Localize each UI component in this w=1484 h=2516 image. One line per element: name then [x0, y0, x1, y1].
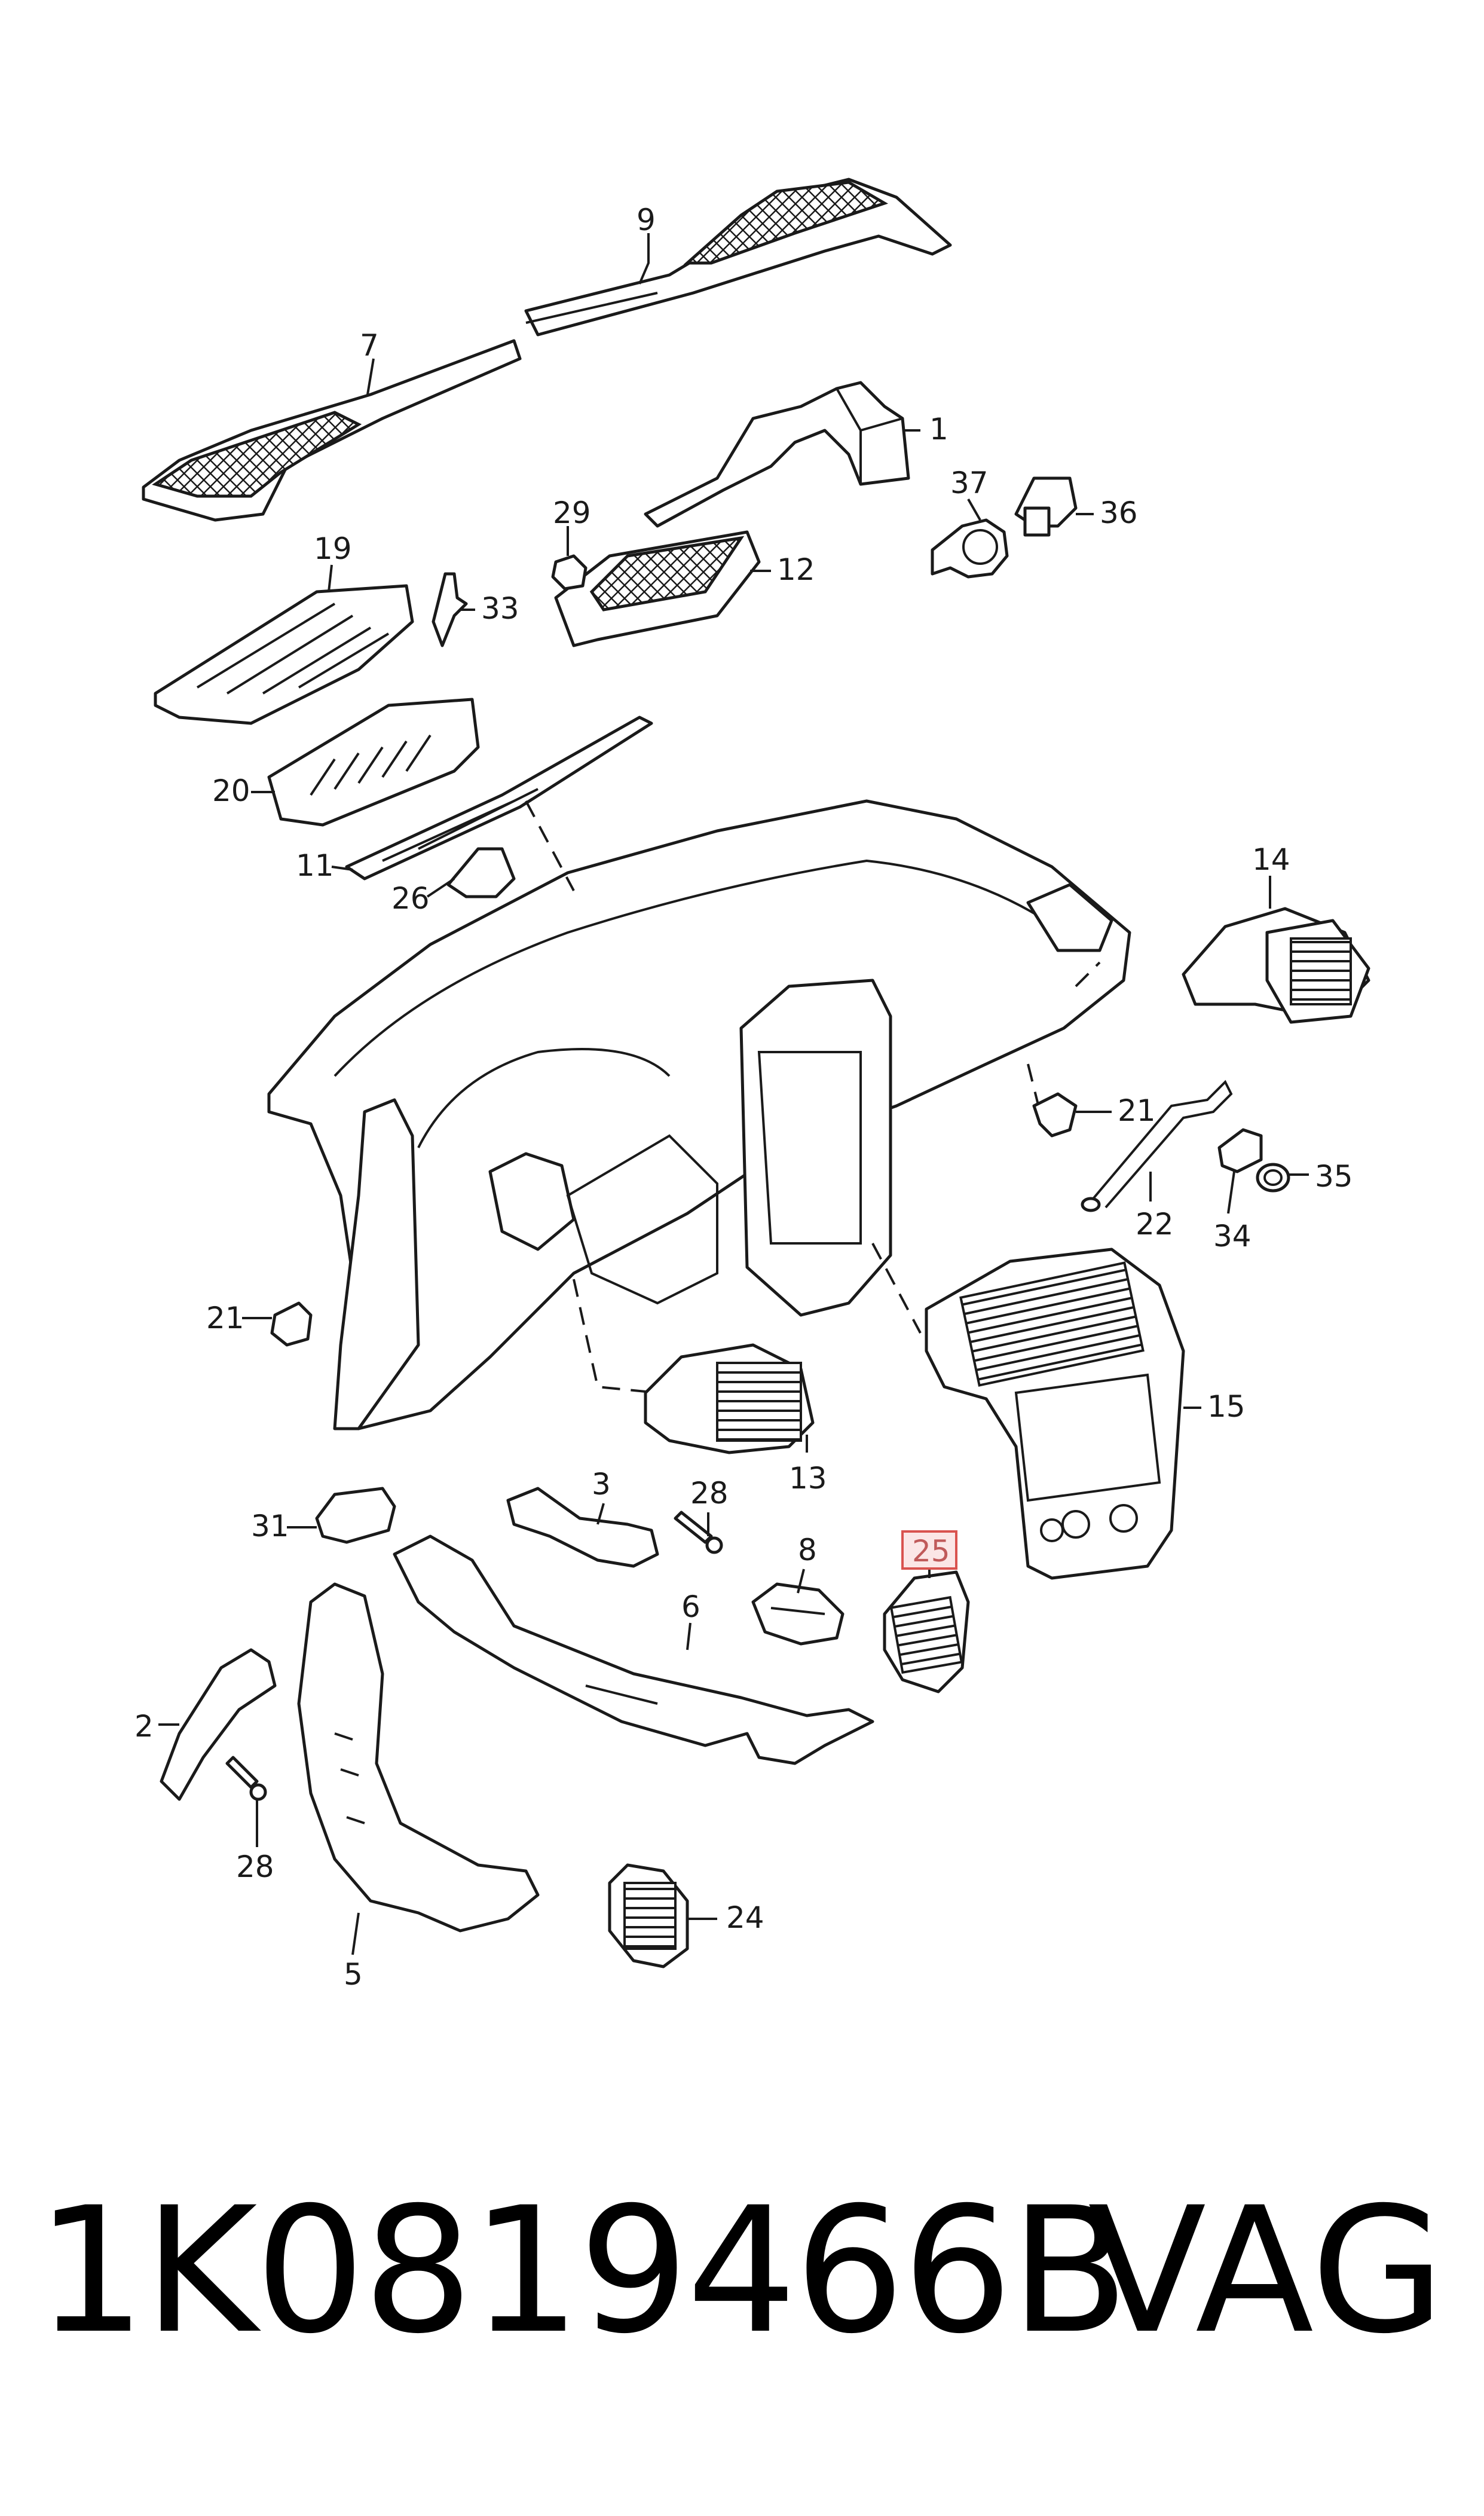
callout-6: 6 [681, 1589, 700, 1624]
callout-20: 20 [212, 774, 250, 808]
leader-dashed-1 [525, 800, 575, 891]
part-36-sensor [1014, 476, 1078, 537]
part-28-screw-bottom [225, 1756, 267, 1801]
part-number: 1K0819466B [36, 2170, 1129, 2372]
callout-3: 3 [592, 1467, 611, 1502]
part-6-floor-duct [393, 1534, 874, 1765]
leader-lines [158, 233, 1309, 1955]
part-1-air-duct [644, 381, 910, 528]
callout-12: 12 [777, 552, 815, 587]
callout-13: 13 [789, 1461, 827, 1496]
dashboard-assembly [267, 799, 1131, 1430]
part-33-clip [432, 572, 468, 647]
part-28-screw-top [674, 1511, 723, 1554]
callout-14: 14 [1252, 842, 1290, 877]
callout-35: 35 [1315, 1159, 1353, 1194]
callout-36: 36 [1100, 496, 1138, 530]
part-25-vent [883, 1570, 970, 1693]
callout-24: 24 [726, 1900, 764, 1935]
part-34-lamp [1217, 1128, 1263, 1173]
callout-5: 5 [344, 1957, 363, 1992]
part-19-vent-frame [154, 584, 414, 725]
part-11-vent-strip [345, 716, 653, 881]
part-29-nut [551, 554, 588, 591]
callout-19: 19 [314, 531, 352, 566]
part-21-clip-left [270, 1301, 313, 1347]
callout-31: 31 [251, 1509, 289, 1543]
part-20-vent-insert [267, 698, 480, 827]
part-35-grommet [1256, 1163, 1290, 1193]
brand-label: VAG [1088, 2170, 1445, 2372]
part-26-bracket [446, 847, 516, 898]
callout-1: 1 [929, 412, 948, 447]
callout-21-left: 21 [206, 1301, 244, 1335]
callout-28-top: 28 [690, 1476, 729, 1511]
part-9-defroster-cover-right [524, 178, 952, 337]
leader-dashed-4 [1075, 961, 1101, 988]
part-14-right-vent [1182, 907, 1370, 1024]
callout-8: 8 [798, 1533, 817, 1567]
part-12-center-vent [554, 530, 761, 647]
part-37-holder [931, 518, 1009, 579]
part-2-bracket [160, 1648, 277, 1801]
callout-34: 34 [1213, 1219, 1252, 1254]
footer: 1K0819466B VAG [0, 2176, 1484, 2367]
callout-21-right: 21 [1118, 1093, 1156, 1128]
part-3-bracket [506, 1487, 659, 1568]
callout-15: 15 [1207, 1389, 1246, 1424]
callout-29: 29 [553, 496, 591, 530]
callout-26: 26 [391, 881, 430, 916]
callout-28-bottom: 28 [236, 1849, 274, 1884]
part-15-center-trim [925, 1248, 1185, 1580]
callout-2: 2 [134, 1709, 154, 1744]
callout-37: 37 [950, 466, 989, 500]
callout-11: 11 [296, 848, 334, 883]
part-5-floor-duct [297, 1582, 540, 1933]
callout-22: 22 [1136, 1207, 1174, 1242]
part-31-connector [315, 1487, 396, 1544]
callout-9: 9 [637, 203, 656, 237]
callout-25-highlight: 25 [901, 1530, 957, 1570]
part-7-defroster-cover-left [142, 339, 522, 522]
leader-dashed-2 [573, 1279, 658, 1394]
part-24-vent [608, 1863, 689, 1968]
part-22-tube [1081, 1080, 1233, 1212]
callout-33: 33 [481, 591, 519, 626]
callout-7: 7 [360, 328, 379, 363]
part-21-clip-right [1032, 1092, 1078, 1138]
part-13-vent [644, 1343, 815, 1454]
part-8-cover [751, 1582, 844, 1646]
callout-25: 25 [912, 1534, 950, 1569]
leader-dashed-3 [871, 1243, 922, 1334]
